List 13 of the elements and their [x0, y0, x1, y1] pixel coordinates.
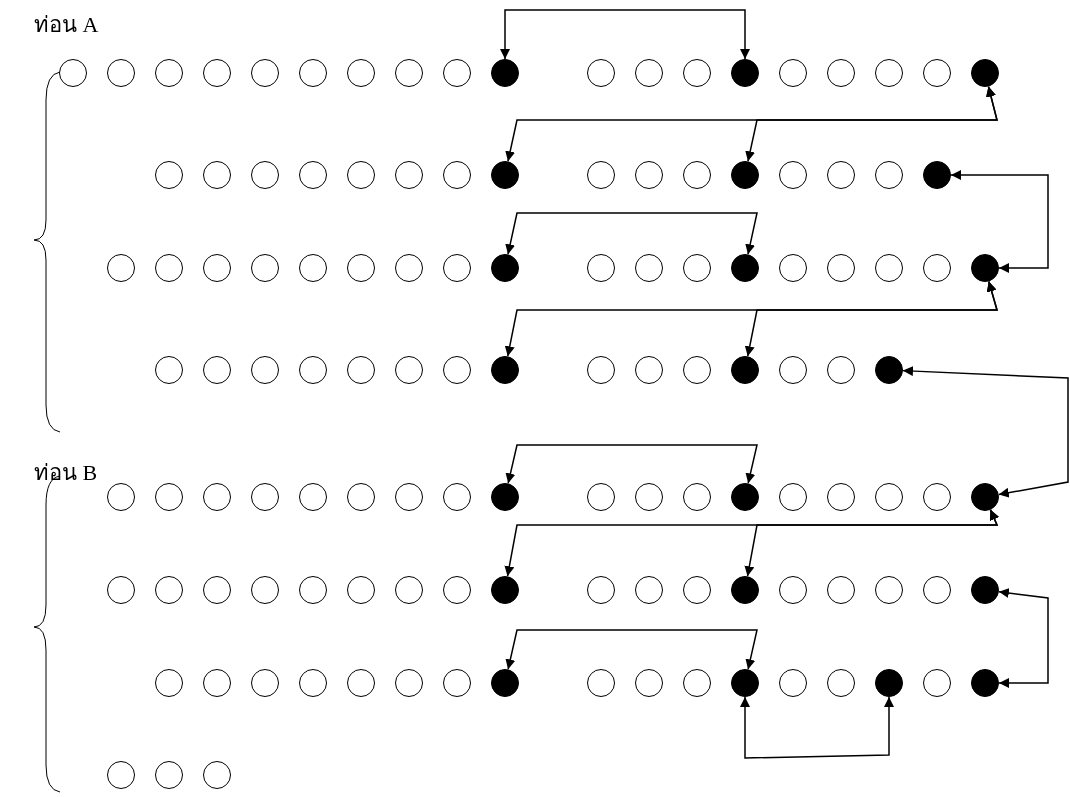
arrow	[505, 629, 758, 671]
arrow	[950, 170, 1049, 273]
arrow	[740, 696, 894, 759]
arrow	[745, 85, 998, 163]
section-label: ท่อน B	[34, 462, 98, 484]
arrow	[744, 509, 1000, 577]
arrow	[744, 280, 998, 357]
arrow	[902, 366, 1069, 498]
arrow	[998, 588, 1049, 688]
arrow	[500, 9, 750, 60]
arrow	[505, 444, 758, 485]
arrow	[505, 212, 758, 256]
section-label: ท่อน A	[34, 14, 99, 36]
